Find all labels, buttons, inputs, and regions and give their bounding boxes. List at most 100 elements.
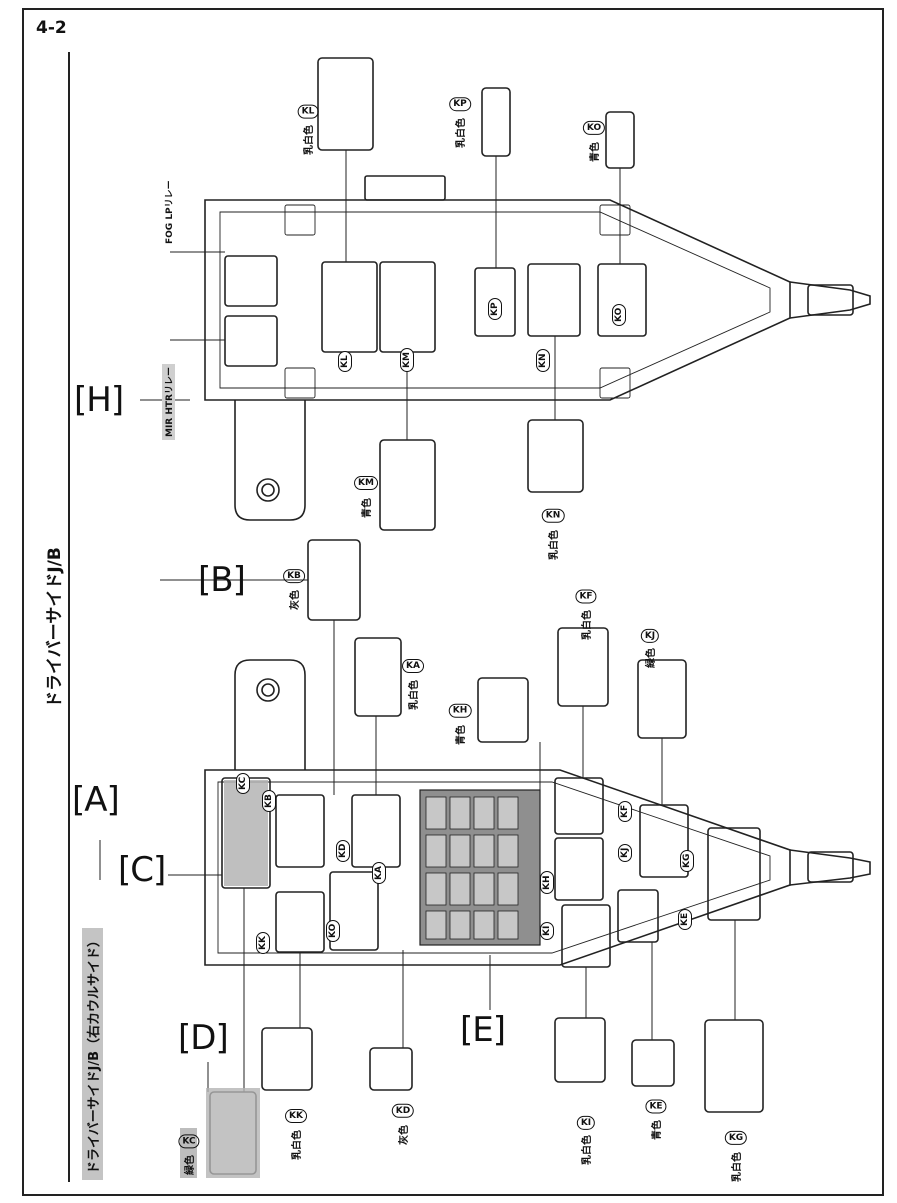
kl-block-tag: KL (338, 351, 352, 372)
kj-socket (639, 804, 689, 878)
callout-B: [B] (198, 560, 246, 600)
kk-block-tag: KK (256, 932, 270, 954)
kd-id-badge: KD (391, 1103, 414, 1118)
kg-id-badge: KG (724, 1130, 747, 1145)
kk-id-badge: KK (284, 1109, 307, 1124)
kc-block-tag: KC (236, 772, 250, 794)
km-id-badge: KM (353, 476, 378, 491)
page-frame (22, 8, 884, 1196)
kf-id-badge: KF (574, 589, 597, 604)
callout-H: [H] (74, 380, 124, 420)
kp-color: 乳白色 (456, 118, 467, 148)
lower-block-bracket (234, 659, 306, 770)
kp-connector (481, 87, 511, 157)
kd-connector (369, 1047, 413, 1091)
page-number: 4-2 (36, 18, 67, 38)
kd-block-tag: KD (336, 839, 350, 862)
ke-connector (631, 1039, 675, 1087)
kd-caption: 灰色 KD (391, 1100, 414, 1145)
kl-color: 乳白色 (304, 125, 315, 155)
ko-socket (597, 263, 647, 337)
kh-socket (554, 837, 604, 901)
kk-socket (275, 891, 325, 953)
ki-connector (554, 1017, 606, 1083)
kb-block-tag: KB (262, 790, 276, 812)
ko-connector (605, 111, 635, 169)
mir-htr-relay-label: MIR HTRリレー (162, 364, 175, 440)
kp-caption: 乳白色 KP (448, 93, 471, 148)
kj-caption: 緑色 KJ (640, 627, 659, 668)
ko-id-badge: KO (582, 120, 605, 135)
callout-A: [A] (72, 780, 120, 820)
kf-block-tag: KF (618, 800, 632, 822)
ka-block-tag: KA (372, 862, 386, 884)
km-block-tag: KM (400, 348, 414, 372)
kl-connector (317, 57, 374, 151)
km-color: 青色 (362, 498, 373, 518)
kn-caption: 乳白色 KN (541, 504, 564, 560)
kc-caption: 緑色 KC (177, 1127, 200, 1178)
km-socket (379, 261, 436, 353)
callout-E: [E] (460, 1010, 506, 1050)
kk-connector (261, 1027, 313, 1091)
fog-relay-socket (224, 255, 278, 307)
ki-id-badge: KI (576, 1115, 595, 1130)
kh-id-badge: KH (448, 703, 471, 718)
kd-color: 灰色 (399, 1125, 410, 1145)
callout-D: [D] (178, 1018, 229, 1058)
ke-id-badge: KE (644, 1099, 667, 1114)
lower-block-bolt-hole (256, 678, 280, 702)
ko-color: 青色 (590, 142, 601, 162)
kb-connector (307, 539, 361, 621)
kh-color: 青色 (456, 725, 467, 745)
kg-caption: 乳白色 KG (724, 1127, 747, 1182)
ko-block-tag: KO (612, 303, 626, 326)
mir-htr-relay-socket (224, 315, 278, 367)
margin-rule (68, 52, 70, 1182)
kb-caption: 灰色 KB (282, 565, 305, 610)
ke-color: 青色 (652, 1120, 663, 1140)
kh-caption: 青色 KH (448, 699, 471, 745)
kk-color: 乳白色 (292, 1130, 303, 1160)
kc-color: 緑色 (185, 1155, 196, 1175)
kn-socket (527, 263, 581, 337)
kn-connector (527, 419, 584, 493)
kg-socket (707, 827, 761, 921)
km-caption: 青色 KM (353, 471, 378, 518)
ke-socket (617, 889, 659, 943)
kn-block-tag: KN (536, 349, 550, 372)
kl-caption: 乳白色 KL (297, 101, 318, 155)
kj-connector (637, 659, 687, 739)
upper-block-nose (789, 281, 871, 319)
kh-block-tag: KH (540, 871, 554, 894)
kn-id-badge: KN (541, 508, 564, 523)
ka-caption: 乳白色 KA (401, 655, 424, 710)
kl-id-badge: KL (297, 104, 318, 119)
kp-block-tag: KP (488, 298, 502, 320)
kb-color: 灰色 (290, 590, 301, 610)
kc-id-badge: KC (177, 1134, 200, 1149)
kl-socket (321, 261, 378, 353)
ki-caption: 乳白色 KI (576, 1114, 595, 1165)
kf-color: 乳白色 (582, 610, 593, 640)
callout-C: [C] (118, 850, 166, 890)
lower-block-nose (789, 849, 871, 886)
kf-socket (554, 777, 604, 835)
ko-lower-block-tag: KO (326, 919, 340, 942)
ki-block-tag: KI (540, 921, 554, 940)
kj-color: 緑色 (646, 648, 657, 668)
kg-color: 乳白色 (732, 1152, 743, 1182)
ka-connector (354, 637, 402, 717)
kg-connector (704, 1019, 764, 1113)
kj-id-badge: KJ (640, 628, 659, 643)
ka-id-badge: KA (401, 659, 424, 674)
km-connector (379, 439, 436, 531)
kp-id-badge: KP (448, 97, 471, 112)
kk-caption: 乳白色 KK (284, 1105, 307, 1160)
upper-block-tab (807, 284, 854, 316)
ki-color: 乳白色 (582, 1135, 593, 1165)
kn-color: 乳白色 (549, 530, 560, 560)
ka-color: 乳白色 (409, 680, 420, 710)
